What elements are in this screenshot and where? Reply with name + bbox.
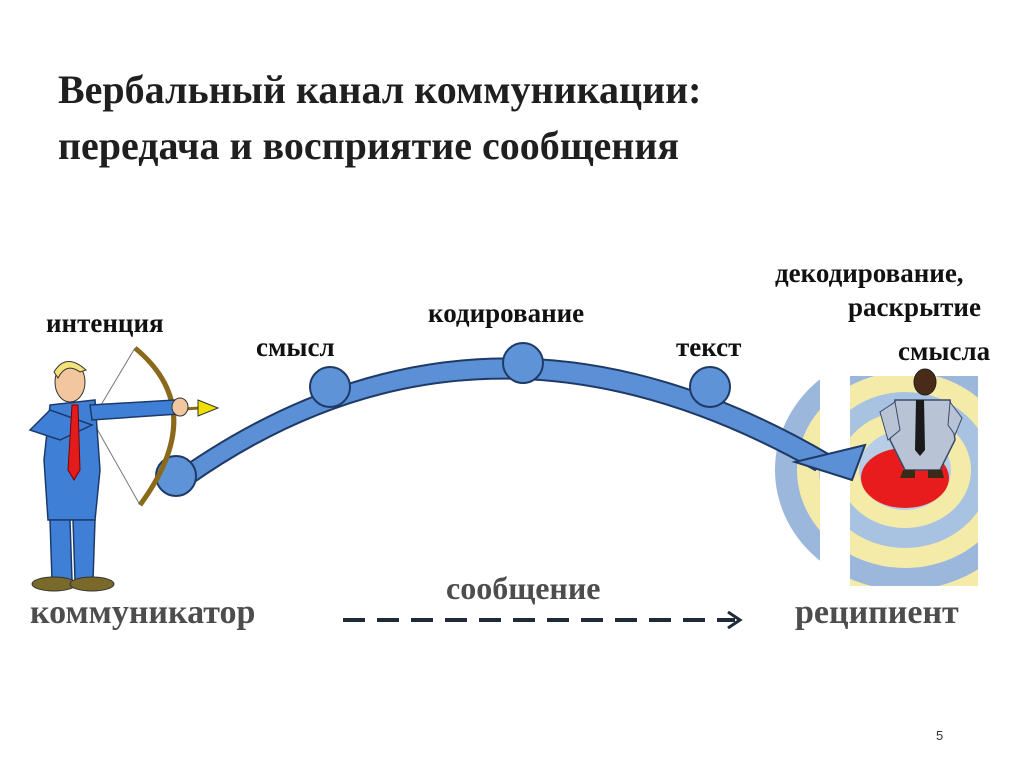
- archer-icon: [28, 346, 220, 592]
- label-recipient: реципиент: [795, 594, 959, 631]
- recipient-figure-icon: [879, 368, 963, 478]
- slide-title: Вербальный канал коммуникации: передача …: [58, 62, 958, 174]
- title-line-1: Вербальный канал коммуникации:: [58, 67, 702, 112]
- label-intention: интенция: [46, 308, 164, 338]
- label-decoding-3: смысла: [898, 336, 991, 366]
- title-line-2: передача и восприятие сообщения: [58, 123, 680, 168]
- label-decoding-1: декодирование,: [775, 258, 964, 288]
- node-meaning: [309, 366, 351, 408]
- node-text: [689, 366, 731, 408]
- node-start: [155, 455, 197, 497]
- target-icon: [775, 340, 1024, 626]
- arc-arrow: [162, 357, 832, 487]
- label-encoding: кодирование: [428, 298, 585, 328]
- message-dashed-arrow: [343, 610, 743, 630]
- label-meaning: смысл: [256, 332, 335, 362]
- node-encoding: [502, 342, 544, 384]
- page-number: 5: [936, 728, 944, 743]
- label-communicator: коммуникатор: [30, 594, 256, 631]
- label-message: сообщение: [446, 570, 601, 606]
- label-decoding-2: раскрытие: [848, 292, 981, 322]
- label-text: текст: [676, 332, 742, 362]
- arrow-head-icon: [791, 443, 867, 482]
